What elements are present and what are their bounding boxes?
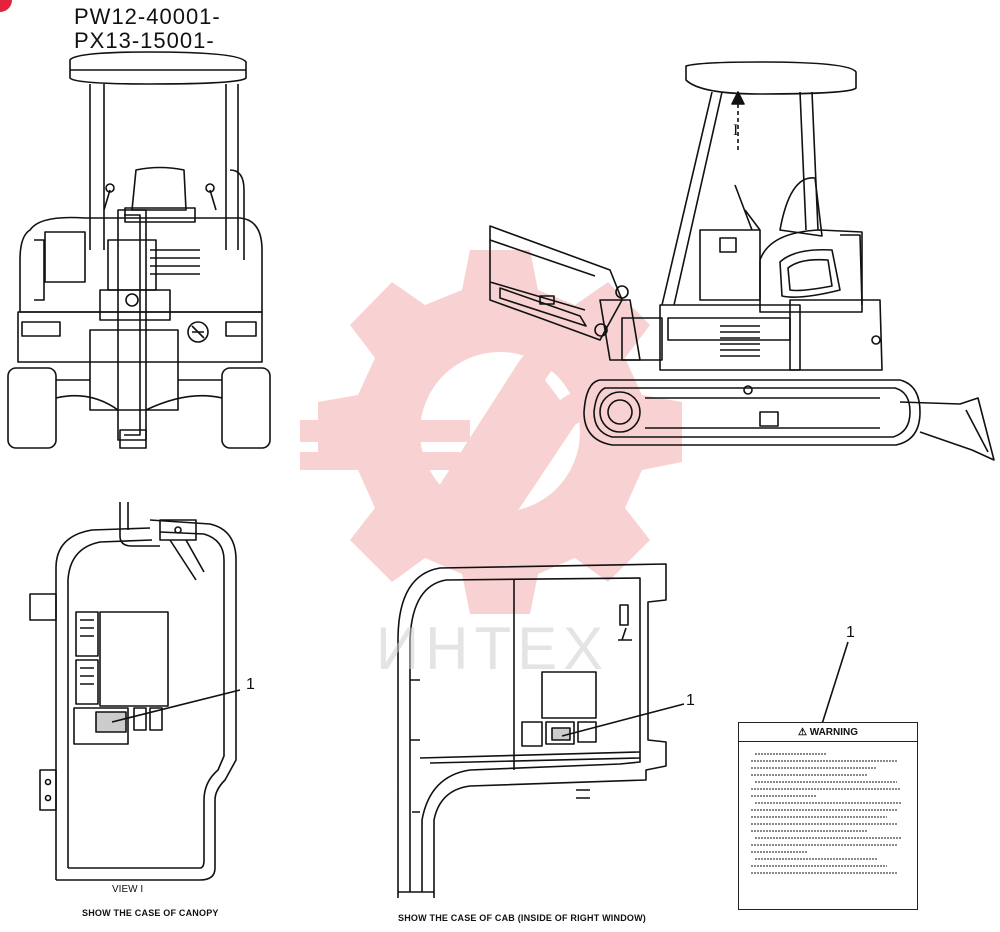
callout-canopy: 1 <box>246 676 255 693</box>
callout-label: 1 <box>846 624 855 641</box>
watermark-text: ИНТЕХ <box>376 615 610 682</box>
view-label: VIEW I <box>112 884 144 895</box>
serial-number-2: PX13-15001- <box>74 28 215 53</box>
canopy-view-detail <box>29 502 241 881</box>
serial-number-1: PW12-40001- <box>74 4 221 29</box>
warning-label: ⚠ WARNING <box>738 722 918 910</box>
warning-title-text: WARNING <box>809 727 859 738</box>
canopy-caption: SHOW THE CASE OF CANOPY <box>82 908 219 918</box>
cab-caption: SHOW THE CASE OF CAB (INSIDE OF RIGHT WI… <box>398 913 646 923</box>
side-view-excavator <box>489 61 995 461</box>
cab-view-detail <box>397 563 685 898</box>
view-arrow-label: I <box>733 122 739 139</box>
warning-triangle-icon: ⚠ <box>797 727 807 738</box>
front-view-excavator <box>7 51 271 449</box>
warning-label-body <box>739 742 917 888</box>
warning-label-title: ⚠ WARNING <box>739 727 917 742</box>
label-leader-line <box>821 641 849 725</box>
gear-wrench-watermark <box>300 250 682 614</box>
callout-cab: 1 <box>686 692 695 709</box>
